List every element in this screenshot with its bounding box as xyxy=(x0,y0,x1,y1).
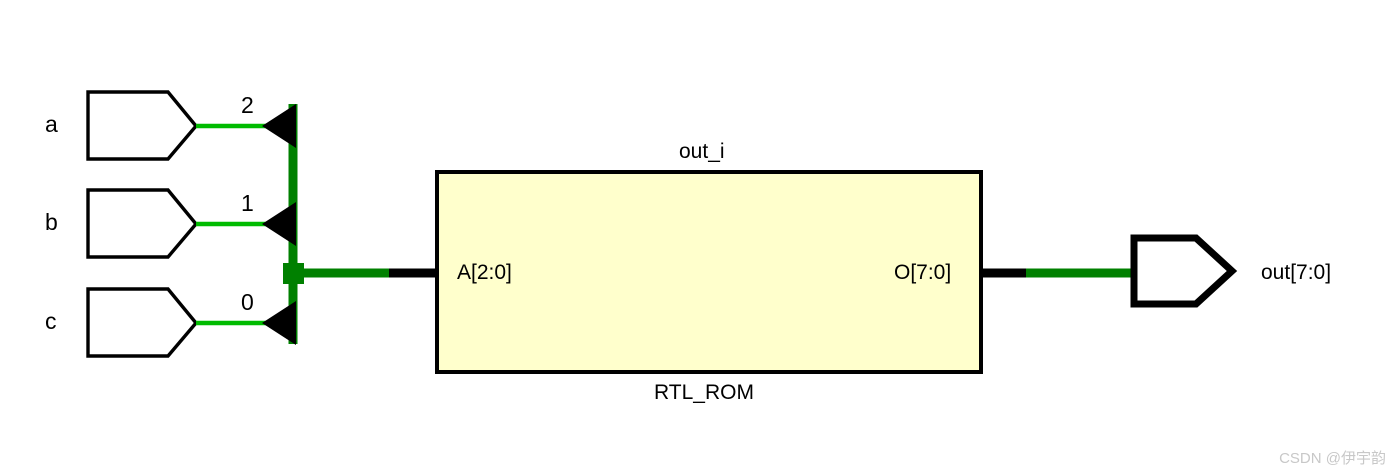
block-instance-label: out_i xyxy=(679,140,725,163)
input-port-label-c: c xyxy=(45,308,57,334)
block-type-label: RTL_ROM xyxy=(654,381,754,404)
input-port-shape-a[interactable] xyxy=(86,90,199,161)
input-port-label-b: b xyxy=(45,209,58,235)
bit-index-label-0: 0 xyxy=(241,289,254,315)
output-port-label-out: out[7:0] xyxy=(1261,261,1332,284)
input-port-shape-b[interactable] xyxy=(86,188,199,259)
input-port-shape-c[interactable] xyxy=(86,287,199,358)
output-port-shape-out[interactable] xyxy=(1130,234,1238,308)
bus-junction-marker xyxy=(283,263,304,284)
rom-input-pin-label: A[2:0] xyxy=(457,261,512,284)
bit-index-label-2: 2 xyxy=(241,92,254,118)
bus-tap-arrow-bit0 xyxy=(262,301,296,345)
bus-tap-arrow-bit1 xyxy=(262,202,296,246)
rom-output-pin-label: O[7:0] xyxy=(894,261,952,284)
bit-index-label-1: 1 xyxy=(241,190,254,216)
watermark-text: CSDN @伊宇韵 xyxy=(1279,450,1386,467)
bus-tap-arrow-bit2 xyxy=(262,104,296,148)
input-port-label-a: a xyxy=(45,111,58,137)
